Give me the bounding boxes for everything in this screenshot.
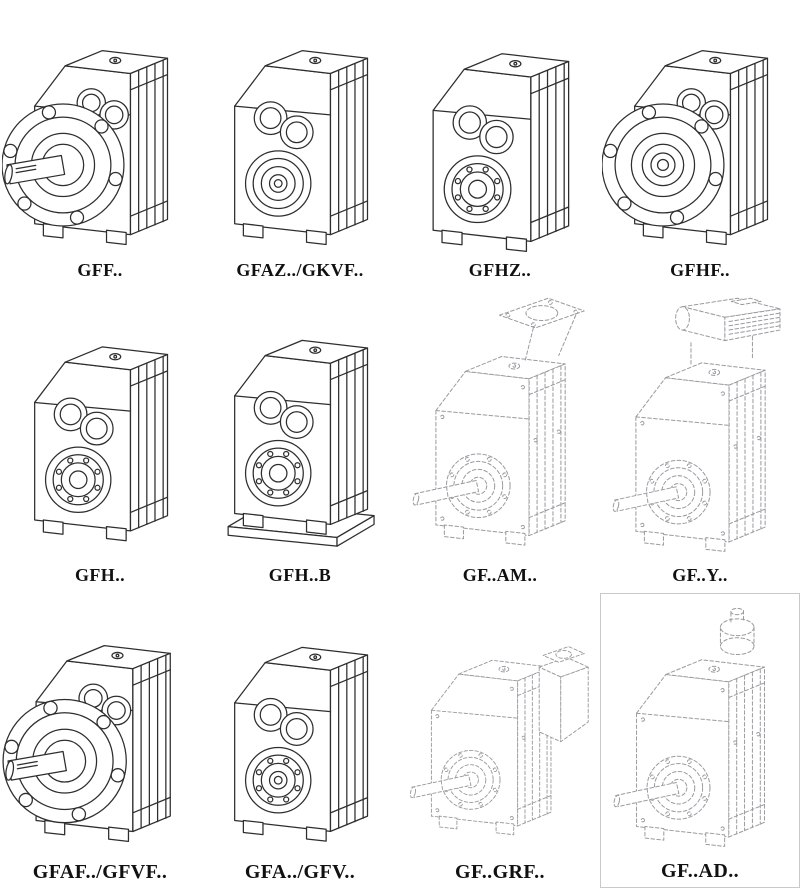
catalog-cell-gfaf-gfvf: GFAF../GFVF.. (0, 593, 200, 888)
gearbox-illustration-gfaz (202, 6, 398, 256)
model-label: GFHF.. (670, 260, 730, 281)
shaft-mounted-gearbox-drawing-icon (34, 346, 169, 542)
hollow-shaft-gearbox-drawing-icon (432, 53, 570, 253)
motor-adapter-gearbox-drawing-icon (411, 298, 585, 547)
model-label: GFAZ../GKVF.. (236, 260, 364, 281)
gearbox-illustration-gfhf (602, 6, 798, 256)
gearbox-illustration-gf-grf (402, 599, 598, 857)
model-label: GF..AD.. (660, 860, 740, 883)
model-label: GFHZ.. (468, 260, 532, 281)
catalog-cell-gfhz: GFHZ.. (400, 0, 600, 288)
model-label: GFA../GFV.. (244, 861, 356, 884)
hollow-shaft-gearbox-drawing-icon (234, 647, 369, 843)
model-label: GFH.. (75, 565, 125, 586)
flange-gearbox-drawing-icon (2, 645, 171, 843)
gearbox-illustration-gfhz (402, 6, 598, 256)
catalog-cell-gfa-gfv: GFA../GFV.. (200, 593, 400, 888)
catalog-cell-gfaz-gkvf: GFAZ../GKVF.. (200, 0, 400, 288)
catalog-cell-gfh: GFH.. (0, 288, 200, 593)
catalog-cell-gff: GFF.. (0, 0, 200, 288)
gearbox-illustration-gfh-b (202, 294, 398, 561)
model-label: GFAF../GFVF.. (32, 861, 168, 884)
catalog-cell-gfh-b: GFH..B (200, 288, 400, 593)
model-label: GF..Y.. (672, 565, 728, 586)
base-mounted-gearbox-drawing-icon (227, 340, 375, 548)
gearbox-illustration-gfa (202, 599, 398, 857)
catalog-cell-gf-y: GF..Y.. (600, 288, 800, 593)
model-label: GFF.. (77, 260, 123, 281)
model-label: GF..GRF.. (455, 861, 545, 884)
model-label: GF..AM.. (462, 565, 538, 586)
catalog-cell-gf-ad: GF..AD.. (600, 593, 800, 888)
catalog-cell-gfhf: GFHF.. (600, 0, 800, 288)
catalog-cell-gf-grf: GF..GRF.. (400, 593, 600, 888)
gearbox-illustration-gf-am (402, 294, 598, 561)
flange-hollow-gearbox-drawing-icon (602, 50, 769, 246)
catalog-cell-gf-am: GF..AM.. (400, 288, 600, 593)
gearbox-illustration-gf-y (602, 294, 798, 561)
top-input-shaft-gearbox-drawing-icon (612, 608, 766, 848)
flange-gearbox-drawing-icon (2, 50, 169, 246)
gearbox-illustration-gfaf (2, 599, 198, 857)
input-adapter-gearbox-drawing-icon (409, 646, 589, 836)
gearbox-illustration-gfh (2, 294, 198, 561)
hollow-shaft-gearbox-drawing-icon (234, 50, 369, 246)
gearbox-illustration-gf-ad (603, 600, 797, 856)
model-label: GFH..B (268, 565, 332, 586)
gearbox-illustration-gff (2, 6, 198, 256)
motorized-gearbox-drawing-icon (611, 298, 781, 553)
